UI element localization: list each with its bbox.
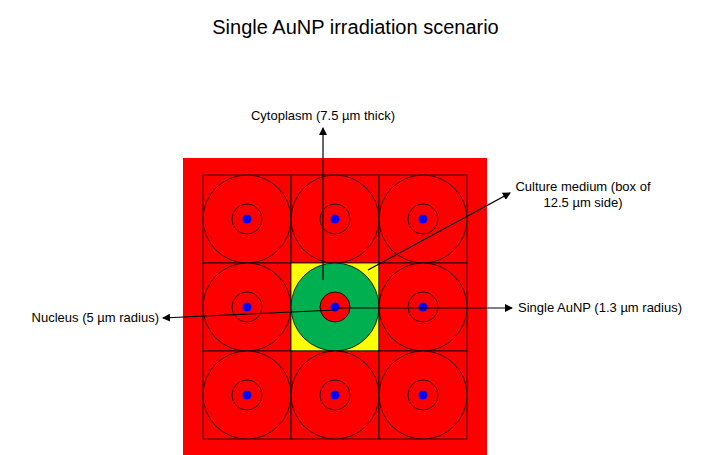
leader-lines: [163, 128, 512, 318]
cytoplasm-label: Cytoplasm (7.5 µm thick): [251, 108, 395, 124]
cytoplasm-circle: [291, 175, 379, 263]
cytoplasm-circle: [291, 263, 379, 351]
medium-box: [203, 263, 291, 351]
diagram-title: Single AuNP irradiation scenario: [0, 16, 711, 39]
cytoplasm-circle: [379, 175, 467, 263]
nucleus-label: Nucleus (5 µm radius): [32, 310, 159, 326]
nucleus-circle: [408, 204, 438, 234]
aunp-dot: [243, 215, 252, 224]
medium-box: [203, 351, 291, 439]
medium-box: [203, 175, 291, 263]
nucleus-circle: [408, 292, 438, 322]
medium-label: Culture medium (box of 12.5 µm side): [508, 179, 658, 212]
aunp-dot: [419, 215, 428, 224]
medium-box: [291, 175, 379, 263]
aunp-dot: [331, 391, 340, 400]
aunp-label: Single AuNP (1.3 µm radius): [518, 300, 682, 316]
cytoplasm-circle: [379, 351, 467, 439]
aunp-dot: [419, 391, 428, 400]
cytoplasm-circle: [203, 175, 291, 263]
cytoplasm-circle: [203, 351, 291, 439]
nucleus-circle: [232, 380, 262, 410]
nucleus-circle: [320, 380, 350, 410]
medium-box: [379, 175, 467, 263]
nucleus-circle: [408, 380, 438, 410]
aunp-dot: [419, 303, 428, 312]
nucleus-circle: [320, 292, 350, 322]
medium-box: [291, 263, 379, 351]
cytoplasm-circle: [291, 351, 379, 439]
nucleus-circle: [232, 204, 262, 234]
aunp-dot: [243, 391, 252, 400]
cytoplasm-circle: [203, 263, 291, 351]
cell-array: [203, 175, 467, 439]
medium-box: [379, 263, 467, 351]
outer-medium: [183, 158, 487, 455]
cytoplasm-circle: [379, 263, 467, 351]
medium-box: [379, 351, 467, 439]
aunp-dot: [243, 303, 252, 312]
nucleus-circle: [320, 204, 350, 234]
medium-box: [291, 351, 379, 439]
nucleus-circle: [232, 292, 262, 322]
aunp-dot: [331, 215, 340, 224]
